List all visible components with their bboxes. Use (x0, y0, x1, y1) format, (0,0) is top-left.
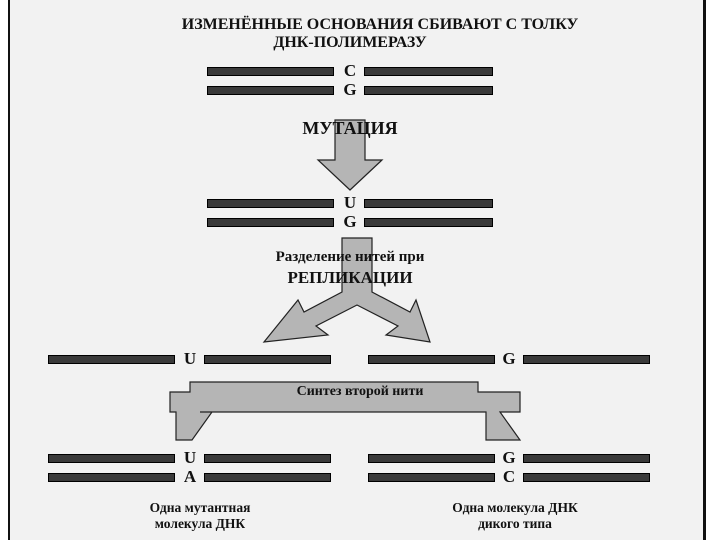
base-initial-bottom: G (343, 80, 357, 99)
strand-separated-right-a (368, 355, 495, 364)
base-result-right-top: G (502, 448, 516, 467)
synthesis-arrow (169, 381, 522, 441)
base-mutated-top: U (343, 193, 357, 212)
separation-arrow (262, 237, 431, 343)
caption-left-line-1: Одна мутантная (149, 500, 251, 515)
separation-label-line-1: Разделение нитей при (275, 249, 425, 265)
title-line-1: ИЗМЕНЁННЫЕ ОСНОВАНИЯ СБИВАЮТ С ТОЛКУ (181, 16, 579, 33)
strand-result-right-bottom-a (368, 473, 495, 482)
separation-label-line-2: РЕПЛИКАЦИИ (287, 268, 413, 287)
synthesis-label: Синтез второй нити (296, 384, 424, 399)
strand-result-left-bottom-b (204, 473, 331, 482)
caption-left-line-2: молекула ДНК (154, 516, 246, 531)
base-result-left-top: U (183, 448, 197, 467)
strand-result-right-bottom-b (523, 473, 650, 482)
base-result-right-bottom: C (502, 467, 516, 486)
strand-mutated-bottom-left (207, 218, 334, 227)
strand-mutated-top-left (207, 199, 334, 208)
strand-separated-left-b (204, 355, 331, 364)
strand-result-right-top-a (368, 454, 495, 463)
title-line-2: ДНК-ПОЛИМЕРАЗУ (273, 34, 427, 51)
strand-result-right-top-b (523, 454, 650, 463)
base-separated-right: G (502, 349, 516, 368)
strand-initial-bottom-left (207, 86, 334, 95)
strand-initial-top-left (207, 67, 334, 76)
strand-initial-bottom-right (364, 86, 493, 95)
caption-right-line-1: Одна молекула ДНК (452, 500, 578, 515)
strand-separated-left-a (48, 355, 175, 364)
strand-initial-top-right (364, 67, 493, 76)
caption-right-line-2: дикого типа (478, 516, 552, 531)
strand-separated-right-b (523, 355, 650, 364)
strand-mutated-bottom-right (364, 218, 493, 227)
strand-result-left-bottom-a (48, 473, 175, 482)
strand-mutated-top-right (364, 199, 493, 208)
base-result-left-bottom: A (183, 467, 197, 486)
left-frame-border (0, 0, 10, 540)
base-separated-left: U (183, 349, 197, 368)
strand-result-left-top-b (204, 454, 331, 463)
strand-result-left-top-a (48, 454, 175, 463)
right-frame-border (703, 0, 720, 540)
base-mutated-bottom: G (343, 212, 357, 231)
base-initial-top: C (343, 61, 357, 80)
mutation-arrow (316, 119, 384, 191)
mutation-label: МУТАЦИЯ (302, 118, 398, 138)
